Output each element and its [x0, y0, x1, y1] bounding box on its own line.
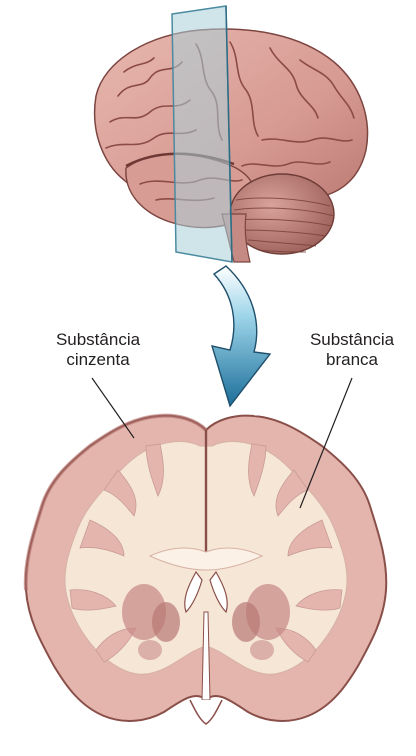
- white-matter-label: Substância branca: [292, 330, 412, 370]
- gray-matter-label-line1: Substância: [28, 330, 168, 350]
- white-matter-label-line2: branca: [292, 350, 412, 370]
- third-ventricle: [202, 612, 210, 700]
- curved-arrow: [212, 266, 270, 406]
- gray-matter-label: Substância cinzenta: [28, 330, 168, 370]
- gray-matter-label-line2: cinzenta: [28, 350, 168, 370]
- white-matter-label-line1: Substância: [292, 330, 412, 350]
- coronal-section: [26, 416, 387, 724]
- coronal-cut-plane: [172, 6, 232, 262]
